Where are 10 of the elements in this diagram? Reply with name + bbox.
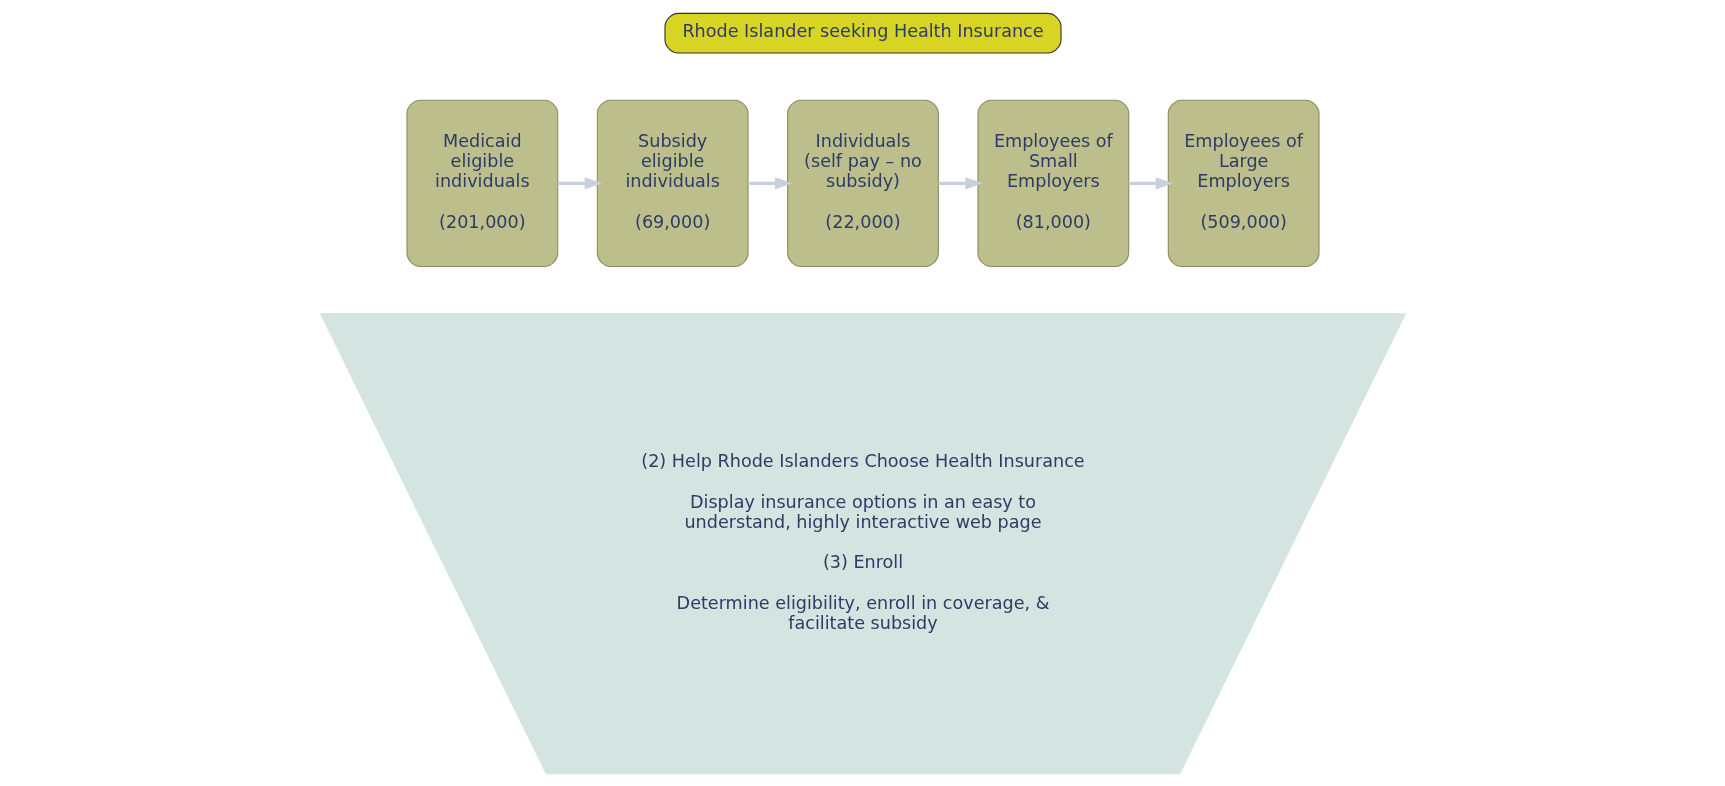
arrow — [937, 176, 983, 190]
node-box: Employees of Large Employers (509,000) — [1167, 99, 1320, 267]
arrow — [1128, 176, 1173, 190]
node-box: Rhode Islander seeking Health Insurance — [663, 12, 1062, 54]
node-box: Medicaid eligible individuals (201,000) — [405, 99, 558, 267]
node-box: Individuals (self pay – no subsidy) (22,000) — [786, 99, 939, 267]
node-box: Employees of Small Employers (81,000) — [976, 99, 1129, 267]
arrow — [557, 176, 602, 190]
node-box: Subsidy eligible individuals (69,000) — [596, 99, 749, 267]
arrow — [747, 176, 793, 190]
